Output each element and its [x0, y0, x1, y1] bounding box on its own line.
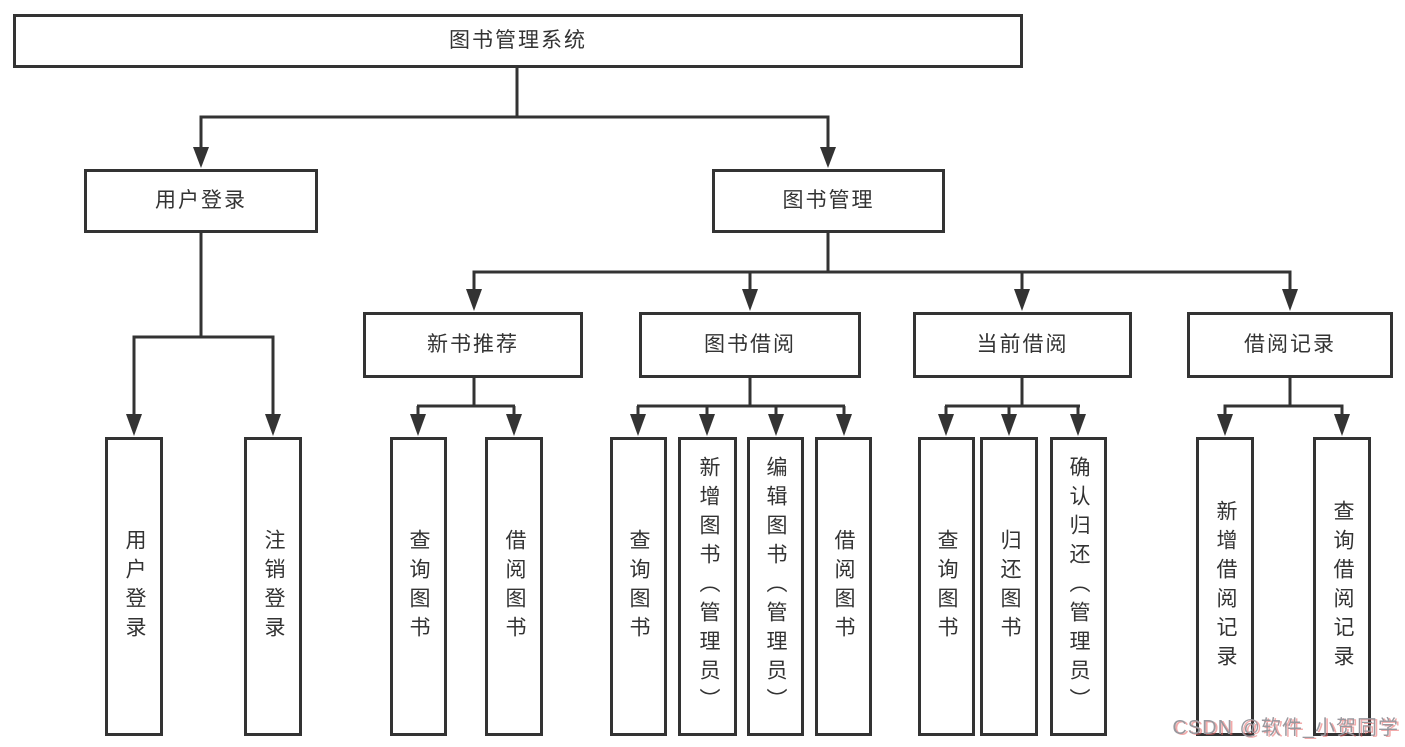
connector-new-book-to-leaves	[410, 378, 522, 436]
arrowhead	[836, 414, 852, 436]
leaf-add-books-admin: 新增图书（管理员）	[678, 437, 737, 736]
connector-borrow-records-to-leaves	[1217, 378, 1350, 436]
arrowhead	[126, 414, 142, 436]
node-borrow-records: 借阅记录	[1187, 312, 1393, 378]
arrowhead	[1334, 414, 1350, 436]
arrowhead	[938, 414, 954, 436]
arrowhead	[193, 147, 209, 168]
arrowhead	[768, 414, 784, 436]
node-new-book-recommend: 新书推荐	[363, 312, 583, 378]
arrowhead	[699, 414, 715, 436]
leaf-query-books-recommend: 查询图书	[390, 437, 447, 736]
arrowhead	[630, 414, 646, 436]
leaf-borrow-books: 借阅图书	[815, 437, 872, 736]
arrowhead	[742, 289, 758, 311]
node-book-borrow: 图书借阅	[639, 312, 861, 378]
connector-user-login-to-leaves	[126, 233, 281, 436]
node-user-login: 用户登录	[84, 169, 318, 233]
arrowhead	[506, 414, 522, 436]
arrowhead	[410, 414, 426, 436]
arrowhead	[1217, 414, 1233, 436]
connector-book-borrow-to-leaves	[630, 378, 852, 436]
connector-book-management-to-level3	[466, 233, 1298, 311]
arrowhead	[1001, 414, 1017, 436]
arrowhead	[820, 147, 836, 168]
node-current-borrow: 当前借阅	[913, 312, 1132, 378]
connector-current-borrow-to-leaves	[938, 378, 1086, 436]
leaf-add-borrow-record: 新增借阅记录	[1196, 437, 1254, 736]
arrowhead	[265, 414, 281, 436]
csdn-watermark: CSDN @软件_小贺同学	[1172, 717, 1399, 739]
arrowhead	[1282, 289, 1298, 311]
leaf-query-borrow-record: 查询借阅记录	[1313, 437, 1371, 736]
node-book-management: 图书管理	[712, 169, 945, 233]
node-library-management-system: 图书管理系统	[13, 14, 1023, 68]
leaf-user-login: 用户登录	[105, 437, 163, 736]
arrowhead	[1070, 414, 1086, 436]
leaf-borrow-books-recommend: 借阅图书	[485, 437, 543, 736]
leaf-query-books-borrow: 查询图书	[610, 437, 667, 736]
leaf-query-books-current: 查询图书	[918, 437, 975, 736]
connector-root-to-level2	[193, 68, 836, 168]
arrowhead	[466, 289, 482, 311]
arrowhead	[1014, 289, 1030, 311]
leaf-confirm-return-admin: 确认归还（管理员）	[1050, 437, 1107, 736]
leaf-logout: 注销登录	[244, 437, 302, 736]
leaf-edit-books-admin: 编辑图书（管理员）	[747, 437, 804, 736]
leaf-return-books: 归还图书	[980, 437, 1038, 736]
